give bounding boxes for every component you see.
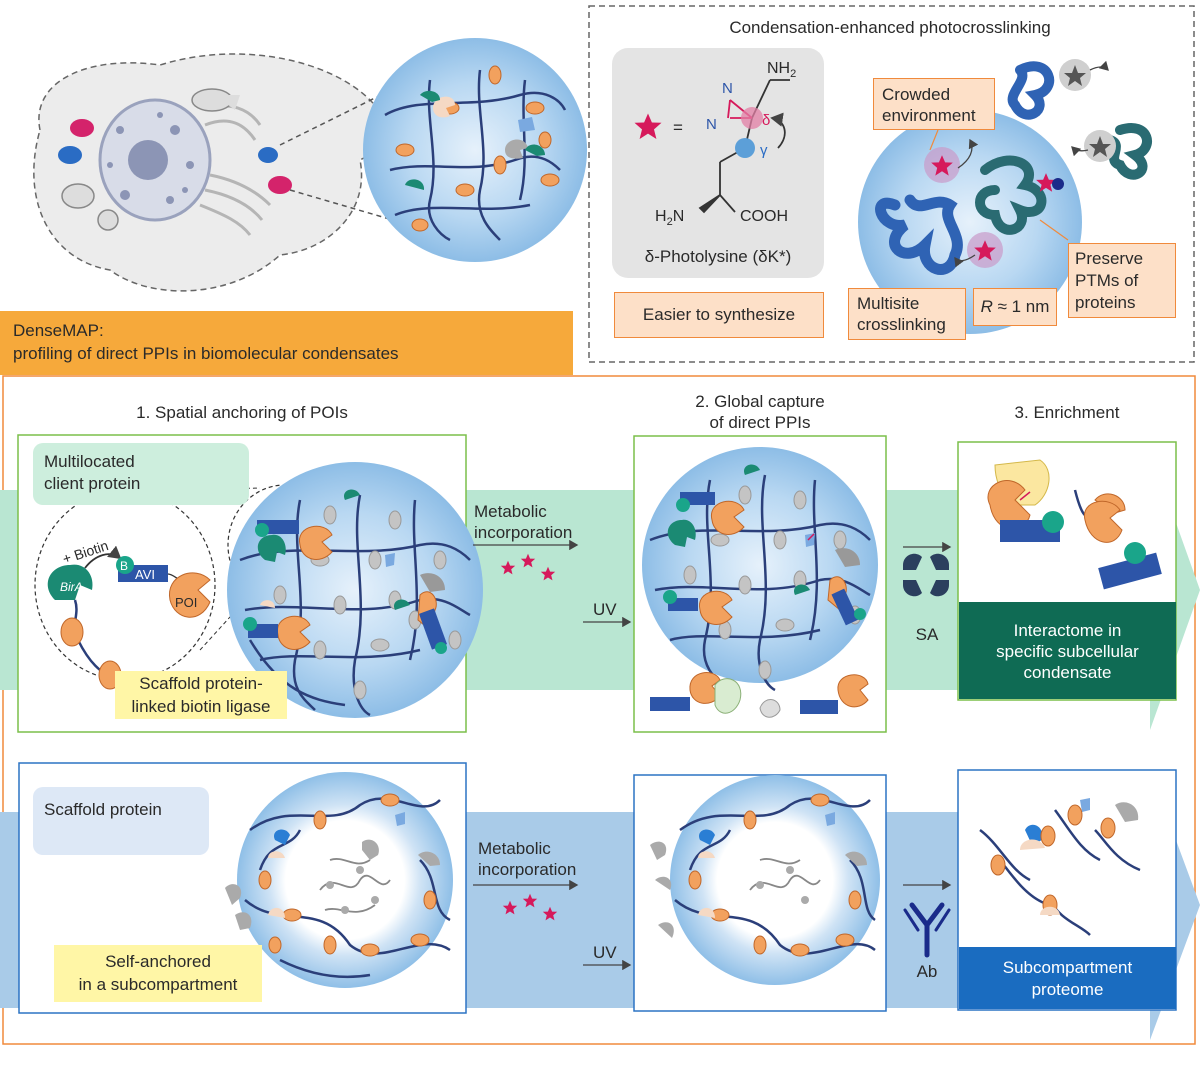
row2-banner-line2: proteome — [1031, 980, 1104, 999]
ab-label: Ab — [916, 962, 938, 981]
row2-proteome-banner — [959, 947, 1176, 1009]
step1-title: 1. Spatial anchoring of POIs — [136, 403, 348, 422]
row2-capture-free — [650, 841, 674, 938]
equals-sign: = — [673, 118, 683, 137]
sa-label: SA — [915, 625, 939, 644]
row2-uv-label: UV — [593, 943, 617, 962]
diazirine-n1: N — [722, 80, 733, 97]
row2-metabolic-line2: incorporation — [478, 860, 577, 879]
densemap-subtitle: profiling of direct PPIs in biomolecular… — [13, 344, 399, 363]
row2-banner-line1: Subcompartment — [1002, 958, 1133, 977]
crowded-condensate — [858, 110, 1082, 334]
h2n-label: H2N — [655, 208, 685, 229]
bira-label: BirA — [60, 580, 83, 594]
gamma-label: γ — [760, 142, 768, 159]
row1-banner-line2: specific subcellular — [996, 642, 1139, 661]
row1-capture-condensate — [642, 447, 878, 692]
antibody-icon — [903, 902, 951, 958]
client-line2: client protein — [44, 474, 141, 493]
self-line1: Self-anchored — [105, 952, 211, 971]
molecule-name: δ-Photolysine (δK*) — [644, 247, 792, 266]
step2-title-line2: of direct PPIs — [709, 413, 811, 432]
molecule-card — [612, 48, 824, 278]
step3-title: 3. Enrichment — [1014, 403, 1120, 422]
scaffold-protein-label: Scaffold protein — [44, 800, 162, 819]
client-line1: Multilocated — [44, 452, 135, 471]
row1-banner-line3: condensate — [1023, 663, 1112, 682]
scaffold-line1: Scaffold protein- — [139, 674, 263, 693]
diazirine-n2: N — [706, 116, 717, 133]
row1-condensate — [227, 462, 483, 718]
nh2-top-label: NH2 — [767, 60, 797, 81]
delta-label: δ — [762, 112, 771, 129]
row1-metabolic-line2: incorporation — [474, 523, 573, 542]
self-line2: in a subcompartment — [78, 975, 238, 994]
photocrosslinking-panel — [588, 5, 1195, 363]
self-anchored-note — [54, 945, 262, 1002]
row2-enriched-complexes — [979, 798, 1141, 936]
easier-to-synthesize-note: Easier to synthesize — [614, 292, 824, 338]
row2-capture-condensate — [670, 775, 880, 985]
row1-uv-label: UV — [593, 600, 617, 619]
row1-interactome-banner — [959, 602, 1176, 699]
row1-banner-line1: Interactome in — [1013, 621, 1122, 640]
step2-title-line1: 2. Global capture — [695, 392, 825, 411]
crowded-environment-note: Crowded environment — [873, 78, 995, 130]
top-condensate — [363, 38, 587, 262]
row1-metabolic-line1: Metabolic — [474, 502, 547, 521]
gamma-carbon-marker — [735, 138, 755, 158]
radius-note: R ≈ 1 nm — [973, 288, 1057, 326]
delta-carbon-marker — [741, 107, 763, 129]
poi-label: POI — [175, 595, 198, 610]
scaffold-line2: linked biotin ligase — [131, 697, 271, 716]
photocrosslinking-title: Condensation-enhanced photocrosslinking — [729, 18, 1051, 37]
biotin-b-label: B — [120, 559, 129, 573]
preserve-ptms-note: Preserve PTMs of proteins — [1068, 243, 1176, 318]
row1-captured-complexes — [650, 672, 869, 718]
densemap-title: DenseMAP: — [13, 321, 104, 340]
scaffold-ligase-note — [115, 671, 287, 719]
bira-complex — [47, 545, 211, 690]
row1-enriched-complexes — [987, 459, 1162, 590]
row2-ring-condensate — [237, 772, 453, 988]
densemap-header — [0, 311, 573, 375]
avi-label: AVI — [135, 567, 155, 582]
streptavidin-icon — [903, 553, 949, 597]
cooh-label: COOH — [740, 208, 788, 225]
densemap-frame — [2, 375, 1196, 1045]
cell-illustration — [33, 53, 412, 292]
row2-metabolic-line1: Metabolic — [478, 839, 551, 858]
multisite-crosslinking-note: Multisite crosslinking — [848, 288, 966, 340]
client-protein-note — [33, 443, 249, 505]
free-proteins — [1007, 59, 1152, 180]
scaffold-protein-note — [33, 787, 209, 855]
